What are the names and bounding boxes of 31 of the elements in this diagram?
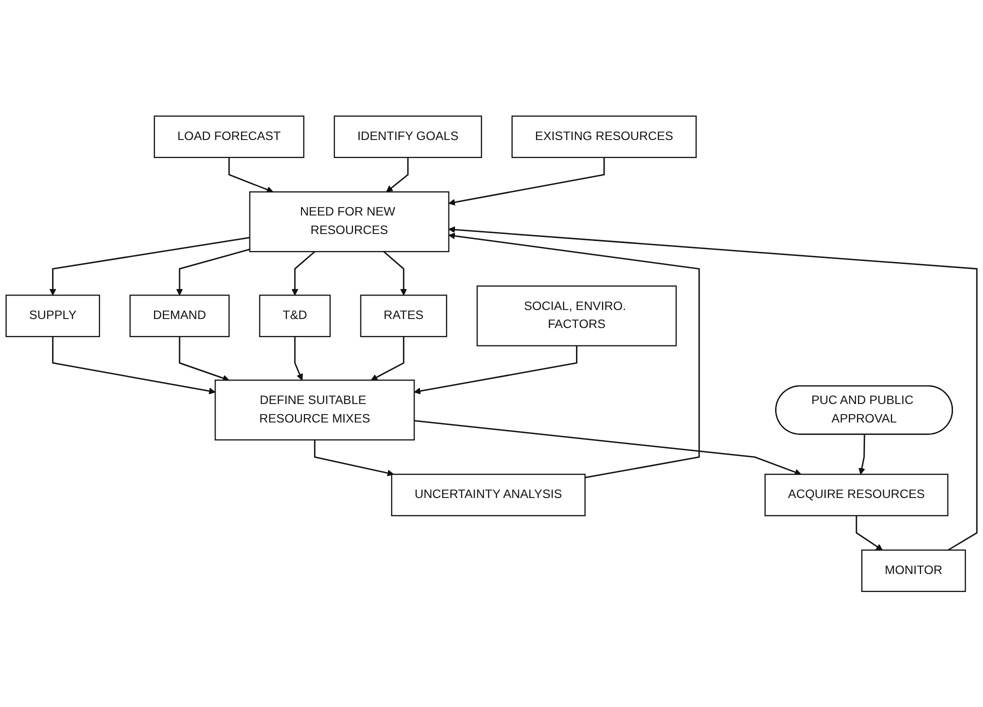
arrow — [383, 250, 407, 296]
node-box: LOAD FORECAST — [154, 115, 304, 158]
arrow — [448, 232, 700, 478]
arrow — [52, 336, 216, 394]
node-box: T&D — [259, 294, 331, 337]
node-box: SUPPLY — [6, 294, 100, 337]
node-box: MONITOR — [861, 549, 966, 592]
node-box: RATES — [360, 294, 448, 337]
arrow — [448, 157, 605, 206]
arrow — [228, 157, 274, 193]
arrow — [294, 336, 303, 380]
arrow — [858, 434, 866, 474]
arrow — [49, 236, 250, 296]
node-box: UNCERTAINTY ANALYSIS — [391, 473, 586, 516]
arrow — [292, 250, 316, 296]
node-box: SOCIAL, ENVIRO. FACTORS — [476, 285, 677, 346]
arrow — [448, 226, 978, 550]
arrow — [856, 515, 883, 550]
arrow — [370, 336, 404, 380]
node-box: NEED FOR NEW RESOURCES — [249, 191, 450, 252]
node-box: EXISTING RESOURCES — [512, 115, 697, 158]
arrow — [414, 420, 802, 476]
arrow — [386, 157, 409, 192]
arrow — [414, 345, 578, 394]
node-box: IDENTIFY GOALS — [334, 115, 482, 158]
arrow — [176, 248, 250, 296]
arrow — [314, 440, 394, 476]
arrow — [178, 336, 230, 382]
node-box: DEFINE SUITABLE RESOURCE MIXES — [214, 379, 415, 440]
node-box: DEMAND — [130, 294, 230, 337]
node-box: ACQUIRE RESOURCES — [764, 473, 948, 516]
